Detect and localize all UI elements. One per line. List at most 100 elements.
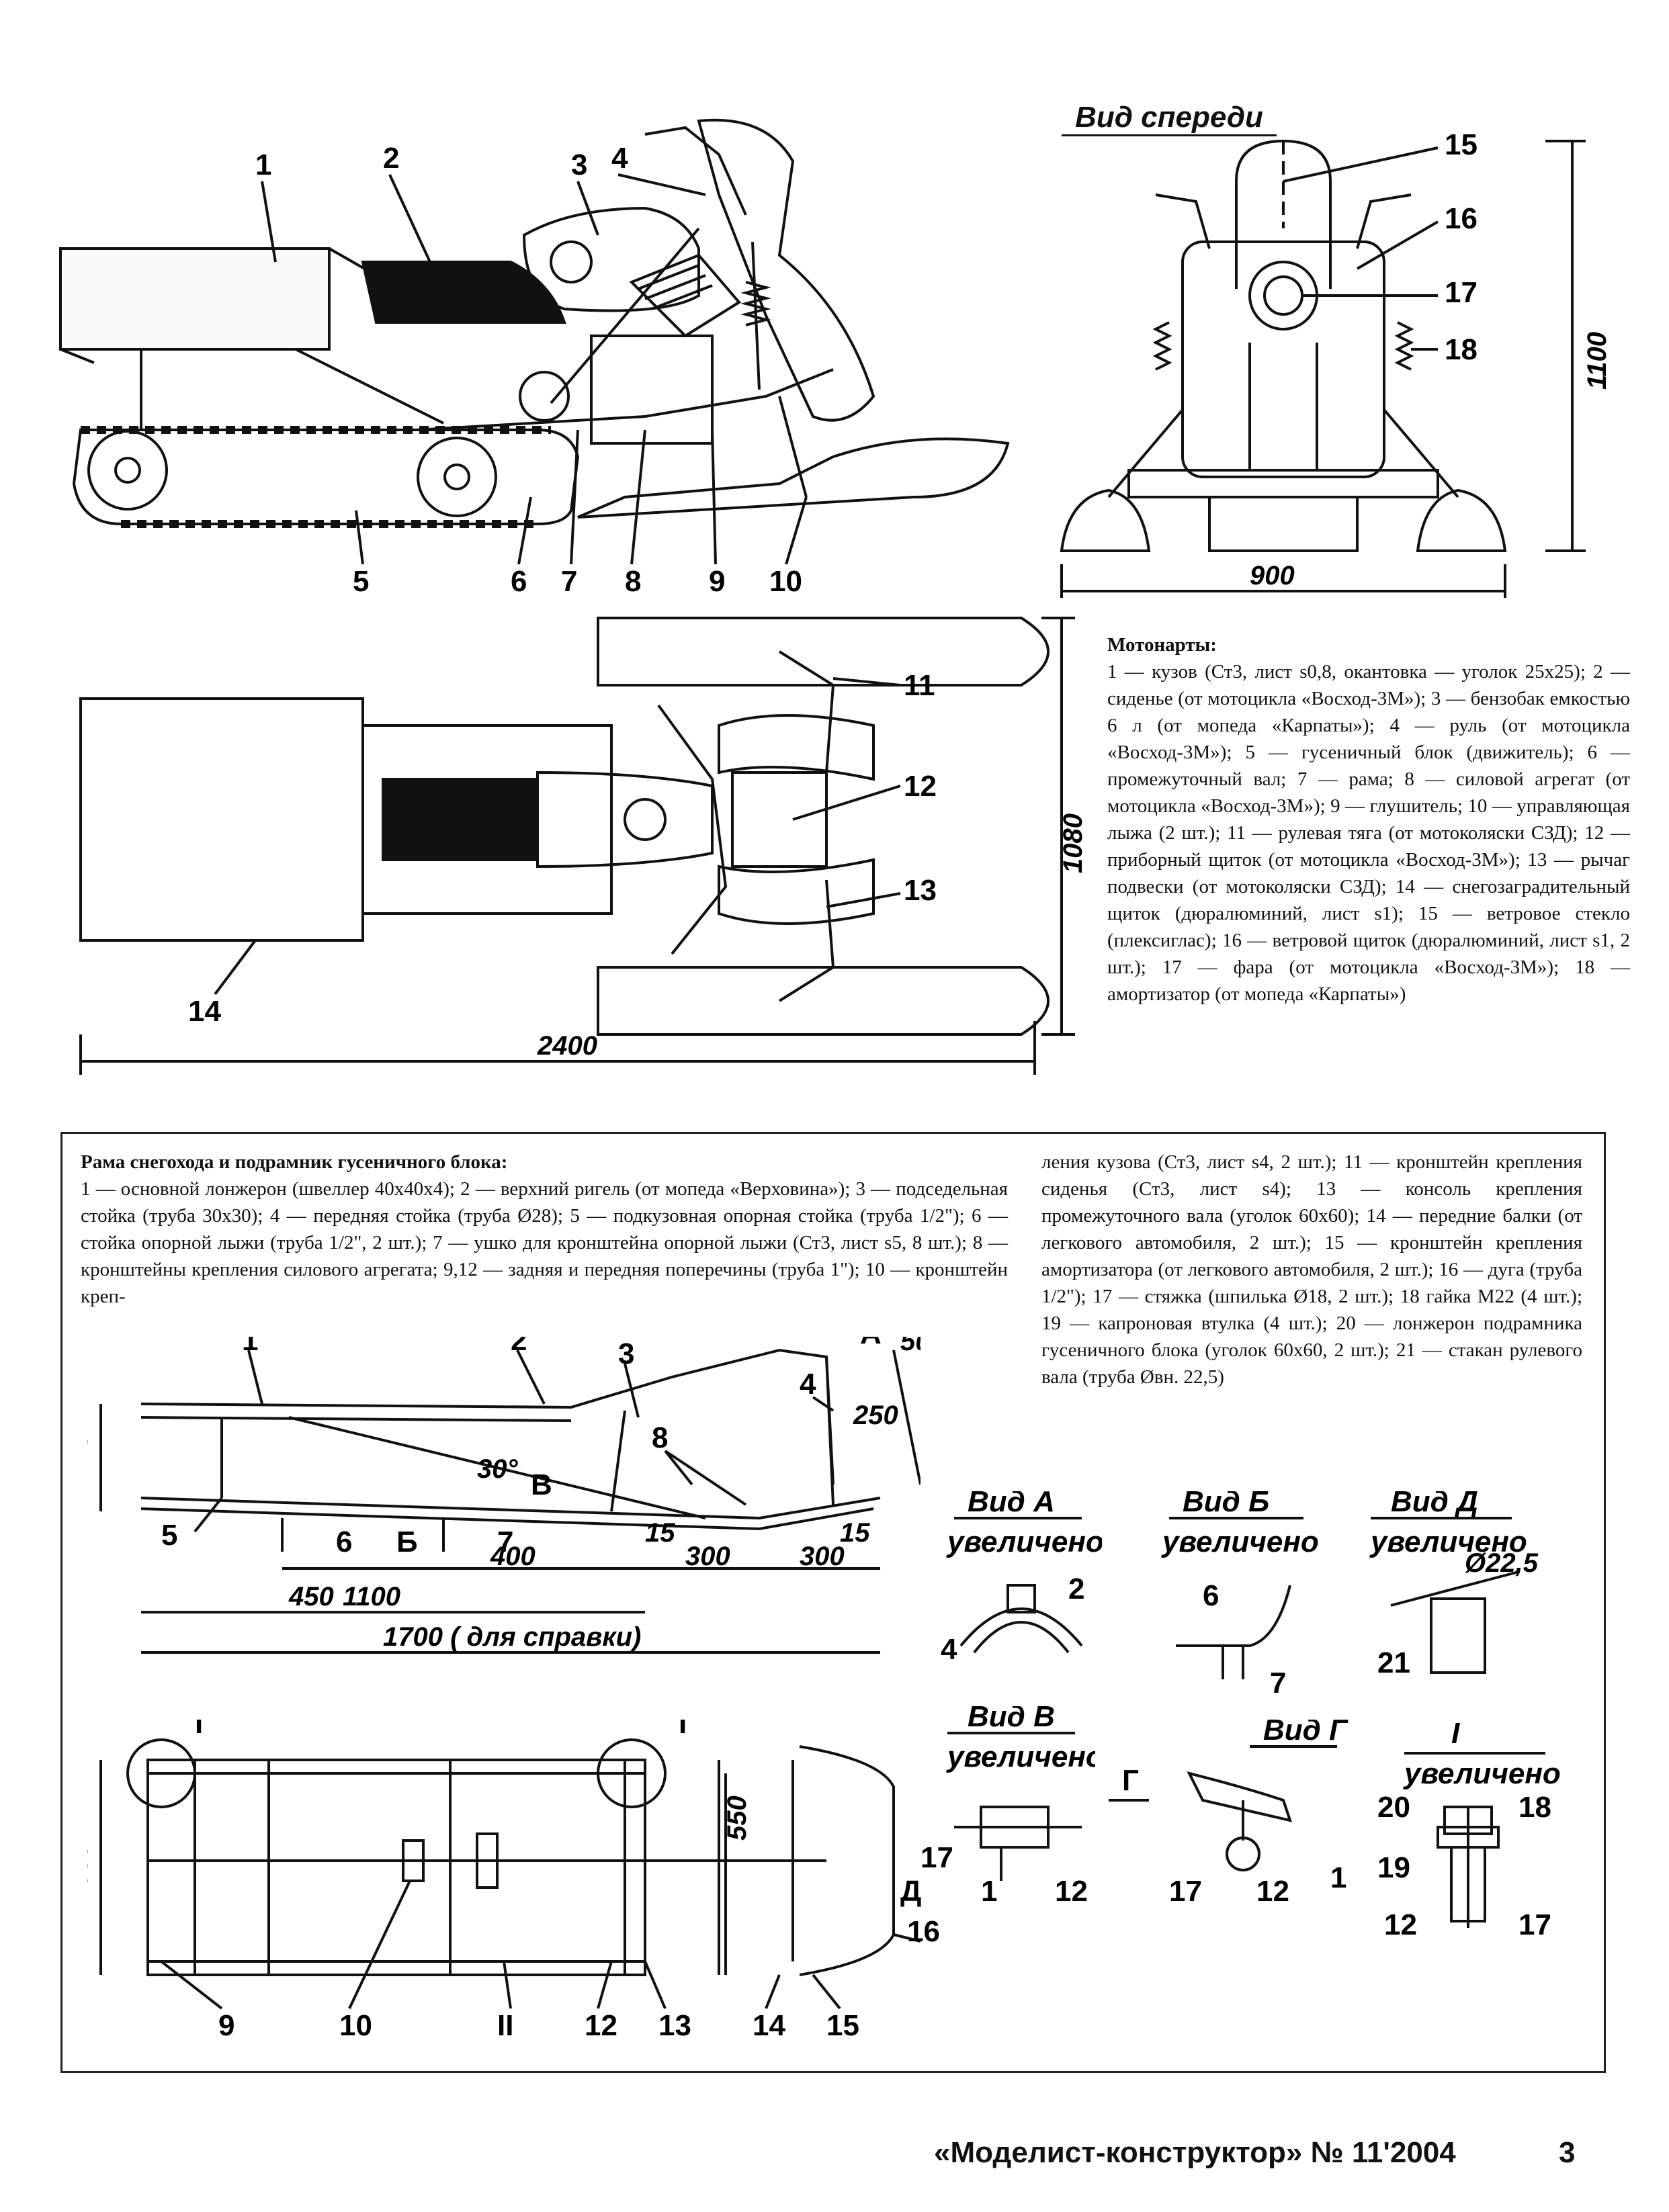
- callout-10: 10: [769, 565, 802, 598]
- dim-300a: 300: [685, 1542, 730, 1571]
- callout-16: 16: [1445, 202, 1478, 235]
- plan-callout-13: 13: [658, 2009, 691, 2042]
- plan-callout-15: 15: [826, 2009, 859, 2042]
- frame-caption-title: Рама снегохода и подрамник гусеничного б…: [81, 1151, 508, 1173]
- view-V-c2: 1: [981, 1875, 997, 1908]
- plan-callout-10: 10: [339, 2009, 372, 2042]
- frame-callout-8: 8: [652, 1421, 668, 1454]
- view-I-sub: увеличено: [1403, 1757, 1561, 1790]
- frame-callout-2: 2: [511, 1337, 527, 1357]
- dim-top-length: 2400: [537, 1031, 597, 1061]
- detail-view-D: Вид Д увеличено Ø22,5 21: [1369, 1491, 1539, 1679]
- callout-11: 11: [904, 669, 935, 702]
- plan-callout-12: 12: [585, 2009, 617, 2042]
- frame-arrow-B: Б: [396, 1525, 418, 1558]
- magazine-footer: «Моделист-конструктор» № 11'2004: [934, 2136, 1456, 2169]
- frame-callout-7: 7: [497, 1525, 513, 1558]
- view-D-sub: увеличено: [1369, 1525, 1527, 1558]
- frame-callout-6: 6: [336, 1525, 352, 1558]
- callout-15: 15: [1445, 128, 1478, 161]
- view-I-c2: 18: [1518, 1791, 1551, 1824]
- callout-8: 8: [625, 565, 641, 598]
- plan-mark-I-left: I: [195, 1720, 203, 1740]
- dim-500: 500: [900, 1337, 921, 1356]
- frame-callout-1: 1: [242, 1337, 258, 1357]
- view-V-c3: 12: [1055, 1875, 1088, 1908]
- view-G-title: Вид Г: [1263, 1720, 1349, 1746]
- legend-block: Мотонарты: 1 — кузов (Ст3, лист s0,8, ок…: [1107, 631, 1630, 1008]
- view-V-arrow-G: Г: [1122, 1764, 1139, 1797]
- angle-15a: 15: [645, 1518, 675, 1548]
- view-A-title: Вид А: [968, 1491, 1055, 1518]
- plan-callout-16: 16: [907, 1915, 940, 1948]
- dim-660: 660: [87, 1843, 93, 1888]
- view-G-c2: 12: [1256, 1875, 1289, 1908]
- view-B-c2: 7: [1270, 1667, 1286, 1699]
- plan-callout-II: II: [497, 2009, 513, 2042]
- snowmobile-front-view: 15 16 17 18 900 1100: [1060, 128, 1612, 598]
- frame-angle: 30°: [477, 1454, 518, 1484]
- dim-450: 450: [288, 1582, 334, 1611]
- callout-12: 12: [904, 770, 937, 803]
- dim-550: 550: [722, 1796, 752, 1841]
- plan-callout-9: 9: [218, 2009, 234, 2042]
- frame-section: [60, 1132, 1606, 2073]
- view-G-c3: 1: [1330, 1861, 1346, 1894]
- legend-title: Мотонарты:: [1107, 634, 1217, 656]
- view-D-c2: 21: [1377, 1646, 1410, 1679]
- front-view-title: Вид спереди: [1062, 101, 1277, 136]
- callout-13: 13: [904, 874, 937, 907]
- callout-6: 6: [511, 565, 527, 598]
- angle-15b: 15: [840, 1518, 870, 1548]
- dim-300b: 300: [800, 1542, 845, 1571]
- callout-18: 18: [1445, 333, 1478, 366]
- view-V-title: Вид В: [968, 1706, 1055, 1733]
- frame-plan-view: 9 10 II 12 13 14 15 16 I I Д 660 550: [87, 1720, 940, 2042]
- dim-front-width: 900: [1250, 561, 1295, 590]
- plan-arrow-D: Д: [900, 1875, 921, 1908]
- dim-front-height: 1100: [1582, 332, 1612, 390]
- callout-17: 17: [1445, 276, 1478, 309]
- view-G-c1: 17: [1169, 1875, 1202, 1908]
- view-A-c2: 4: [941, 1633, 957, 1666]
- view-B-c1: 6: [1203, 1579, 1219, 1612]
- frame-caption-right-text: ления кузова (Ст3, лист s4, 2 шт.); 11 —…: [1041, 1151, 1582, 1388]
- detail-view-I: I увеличено 20 18 19 12 17: [1377, 1720, 1561, 1941]
- dim-250: 250: [853, 1401, 898, 1430]
- callout-2: 2: [383, 142, 399, 175]
- detail-view-G: Г Вид Г 17 12 1: [1109, 1720, 1349, 1908]
- plan-mark-I-right: I: [679, 1720, 687, 1740]
- snowmobile-top-view: 11 12 13 14 2400 1080: [79, 617, 1088, 1075]
- frame-caption-left-text: 1 — основной лонжерон (швеллер 40х40х4);…: [81, 1178, 1008, 1307]
- callout-14: 14: [188, 995, 221, 1028]
- callout-9: 9: [709, 565, 725, 598]
- view-I-c4: 12: [1384, 1908, 1417, 1941]
- frame-arrow-V: В: [531, 1468, 552, 1501]
- view-I-c1: 20: [1377, 1791, 1410, 1824]
- plan-callout-14: 14: [753, 2009, 785, 2042]
- frame-caption-left: Рама снегохода и подрамник гусеничного б…: [81, 1149, 1008, 1310]
- detail-view-B: Вид Б увеличено 6 7: [1161, 1491, 1319, 1699]
- view-B-title: Вид Б: [1183, 1491, 1269, 1518]
- dim-1100: 1100: [343, 1582, 400, 1611]
- dim-470: 470: [87, 1433, 93, 1478]
- view-A-sub: увеличено: [946, 1525, 1102, 1558]
- snowmobile-side-view: 1 2 3 4 5 6 7 8 9 10: [59, 118, 1010, 598]
- callout-1: 1: [255, 148, 271, 181]
- detail-view-A: Вид А увеличено 2 4: [941, 1491, 1102, 1666]
- dim-1700: 1700 ( для справки): [383, 1622, 641, 1652]
- frame-callout-4: 4: [800, 1368, 816, 1401]
- view-V-c1: 17: [921, 1841, 953, 1874]
- frame-callout-5: 5: [161, 1519, 177, 1552]
- frame-side-view: 1 2 3 4 5 6 7 8 А Б В 30° 470 500 250 45…: [87, 1337, 921, 1654]
- frame-caption-right: ления кузова (Ст3, лист s4, 2 шт.); 11 —…: [1041, 1149, 1582, 1390]
- view-I-c5: 17: [1518, 1908, 1551, 1941]
- view-A-c1: 2: [1068, 1573, 1084, 1605]
- view-D-c1: Ø22,5: [1465, 1548, 1539, 1578]
- page-number: 3: [1559, 2136, 1576, 2169]
- view-V-sub: увеличено: [946, 1740, 1095, 1773]
- view-D-title: Вид Д: [1391, 1491, 1478, 1518]
- frame-callout-3: 3: [618, 1337, 634, 1370]
- callout-5: 5: [353, 565, 369, 598]
- view-I-c3: 19: [1377, 1851, 1410, 1884]
